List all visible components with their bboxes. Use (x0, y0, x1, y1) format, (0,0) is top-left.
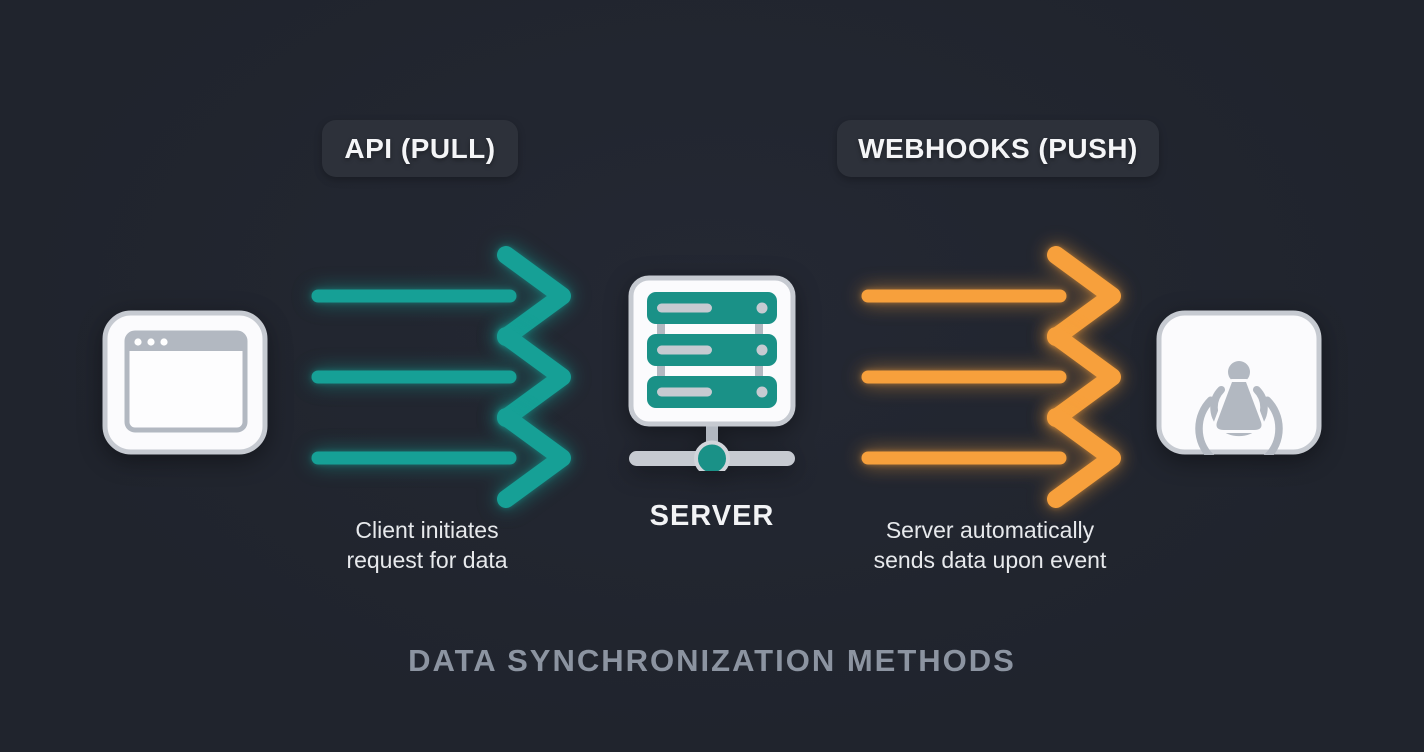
pull-arrow-icon (311, 246, 571, 346)
client-browser-window-icon (102, 310, 268, 455)
server-icon (628, 275, 796, 471)
api-pull-badge: API (PULL) (322, 120, 518, 177)
push-arrow-icon (861, 327, 1121, 427)
push-arrow-icon (861, 408, 1121, 508)
push-caption: Server automatically sends data upon eve… (835, 516, 1145, 575)
push-arrow-icon (861, 246, 1121, 346)
pull-arrow-icon (311, 327, 571, 427)
push-caption-line2: sends data upon event (873, 546, 1107, 573)
diagram-title: DATA SYNCHRONIZATION METHODS (408, 643, 1016, 678)
push-caption-line1: Server automatically (885, 517, 1095, 543)
pull-caption-line1: Client initiates (355, 517, 499, 543)
pull-arrow-icon (311, 408, 571, 508)
broadcast-receiver-icon (1156, 310, 1322, 455)
pull-caption-line2: request for data (346, 546, 508, 573)
webhooks-push-badge: WEBHOOKS (PUSH) (837, 120, 1159, 177)
server-node-label: SERVER (649, 500, 775, 532)
pull-caption: Client initiates request for data (272, 516, 582, 575)
